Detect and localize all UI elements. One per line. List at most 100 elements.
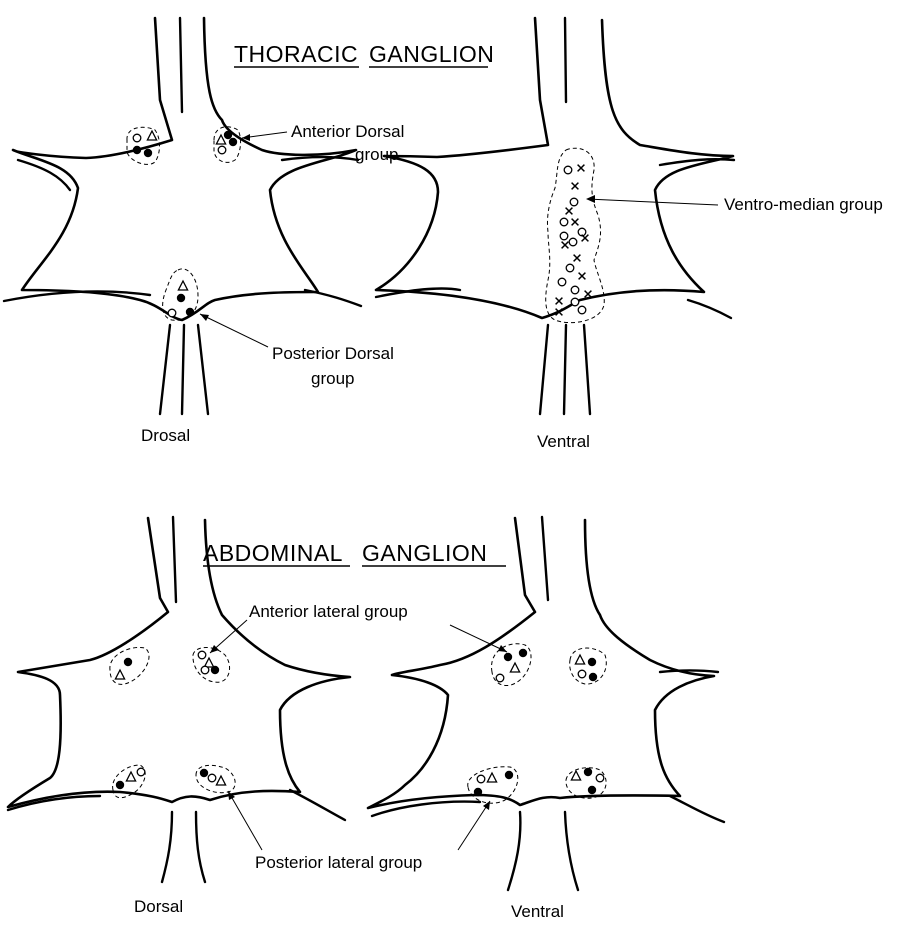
open-circle-symbol	[168, 309, 176, 317]
cross-symbol	[572, 183, 579, 190]
open-circle-symbol	[496, 674, 504, 682]
ventro-median-symbols	[556, 165, 592, 316]
open-circle-symbol	[201, 666, 209, 674]
posterior-lateral-label: Posterior lateral group	[255, 853, 422, 872]
open-triangle-symbol	[115, 670, 124, 679]
arrow-head	[200, 314, 209, 321]
thoracic-dorsal-right-posterior-nerve	[305, 290, 361, 306]
filled-circle-symbol	[588, 786, 596, 794]
filled-circle-symbol	[589, 673, 597, 681]
filled-circle-symbol	[200, 769, 208, 777]
abdominal-title-word-1: ABDOMINAL	[203, 540, 343, 566]
filled-circle-symbol	[584, 768, 592, 776]
open-circle-symbol	[566, 264, 574, 272]
abdominal-ventral-tail-nerve-2	[565, 812, 578, 890]
filled-circle-symbol	[505, 771, 513, 779]
open-circle-symbol	[137, 768, 145, 776]
filled-circle-symbol	[211, 666, 219, 674]
filled-circle-symbol	[116, 781, 124, 789]
open-circle-symbol	[477, 775, 485, 783]
thoracic-ventral-tail-nerve-2	[564, 325, 566, 414]
abdominal-title-word-2: GANGLION	[362, 540, 487, 566]
thoracic-dorsal-tail-nerve-1	[160, 325, 170, 414]
open-circle-symbol	[596, 774, 604, 782]
anterior-dorsal-label-line1: Anterior Dorsal	[291, 122, 404, 141]
cross-symbol	[579, 273, 586, 280]
open-triangle-symbol	[147, 131, 156, 140]
filled-circle-symbol	[186, 308, 194, 316]
open-circle-symbol	[560, 218, 568, 226]
abdominal-title: ABDOMINAL GANGLION	[203, 540, 506, 566]
posterior-dorsal-label-line2: group	[311, 369, 354, 388]
open-circle-symbol	[564, 166, 572, 174]
cross-symbol	[578, 165, 585, 172]
anterior-lateral-group-ventral-right	[570, 648, 607, 684]
open-circle-symbol	[570, 198, 578, 206]
cross-symbol	[582, 235, 589, 242]
open-circle-symbol	[133, 134, 141, 142]
filled-circle-symbol	[144, 149, 152, 157]
thoracic-dorsal-midline-nerve	[180, 18, 182, 112]
thoracic-title-word-2: GANGLION	[369, 41, 494, 67]
open-triangle-symbol	[487, 773, 496, 782]
anterior-dorsal-label-line2: group	[355, 145, 398, 164]
posterior-lateral-annotation: Posterior lateral group	[228, 791, 490, 872]
thoracic-dorsal-tail-nerve-3	[198, 325, 208, 414]
cross-symbol	[566, 208, 573, 215]
thoracic-dorsal-tail-nerve-2	[182, 325, 184, 414]
abdominal-ventral-ganglion	[368, 517, 724, 890]
abdominal-dorsal-ganglion	[8, 517, 350, 882]
anterior-lateral-label: Anterior lateral group	[249, 602, 408, 621]
cross-symbol	[585, 291, 592, 298]
posterior-dorsal-annotation: Posterior Dorsal group	[200, 314, 394, 388]
open-triangle-symbol	[216, 776, 225, 785]
open-triangle-symbol	[571, 771, 580, 780]
abdominal-ventral-right-nerve	[660, 671, 718, 673]
arrow-line	[458, 801, 490, 850]
cross-symbol	[562, 242, 569, 249]
abdominal-dorsal-tail-nerve-1	[162, 812, 172, 882]
filled-circle-symbol	[224, 131, 232, 139]
open-circle-symbol	[198, 651, 206, 659]
open-triangle-symbol	[510, 663, 519, 672]
abdominal-dorsal-tail-nerve-2	[196, 812, 205, 882]
arrow-line	[200, 314, 268, 347]
thoracic-title: THORACIC GANGLION	[234, 41, 494, 67]
filled-circle-symbol	[519, 649, 527, 657]
cross-symbol	[574, 255, 581, 262]
filled-circle-symbol	[474, 788, 482, 796]
filled-circle-symbol	[229, 138, 237, 146]
filled-circle-symbol	[133, 146, 141, 154]
thoracic-ventral-tail-nerve-3	[584, 325, 590, 414]
open-triangle-symbol	[178, 281, 187, 290]
arrow-head	[228, 791, 235, 800]
abdominal-dorsal-view-label: Dorsal	[134, 897, 183, 916]
filled-circle-symbol	[588, 658, 596, 666]
cross-symbol	[556, 298, 563, 305]
open-triangle-symbol	[575, 655, 584, 664]
open-circle-symbol	[571, 298, 579, 306]
thoracic-ventral-ganglion	[376, 18, 734, 414]
thoracic-dorsal-view-label: Drosal	[141, 426, 190, 445]
abdominal-ventral-right-posterior-nerve	[670, 796, 724, 822]
cross-symbol	[572, 219, 579, 226]
posterior-dorsal-label-line1: Posterior Dorsal	[272, 344, 394, 363]
open-circle-symbol	[560, 232, 568, 240]
open-circle-symbol	[571, 286, 579, 294]
open-circle-symbol	[569, 238, 577, 246]
open-circle-symbol	[218, 146, 226, 154]
thoracic-dorsal-left-nerve	[18, 160, 70, 190]
thoracic-ventral-tail-nerve-1	[540, 325, 548, 414]
abdominal-ventral-view-label: Ventral	[511, 902, 564, 921]
open-circle-symbol	[578, 670, 586, 678]
filled-circle-symbol	[504, 653, 512, 661]
ventro-median-annotation: Ventro-median group	[586, 195, 883, 214]
abdominal-dorsal-right-posterior-nerve	[290, 790, 345, 820]
abdominal-ventral-midline-nerve	[542, 517, 548, 600]
open-circle-symbol	[558, 278, 566, 286]
thoracic-title-word-1: THORACIC	[234, 41, 358, 67]
open-circle-symbol	[578, 306, 586, 314]
filled-circle-symbol	[124, 658, 132, 666]
thoracic-ventral-midline-nerve	[565, 18, 566, 102]
